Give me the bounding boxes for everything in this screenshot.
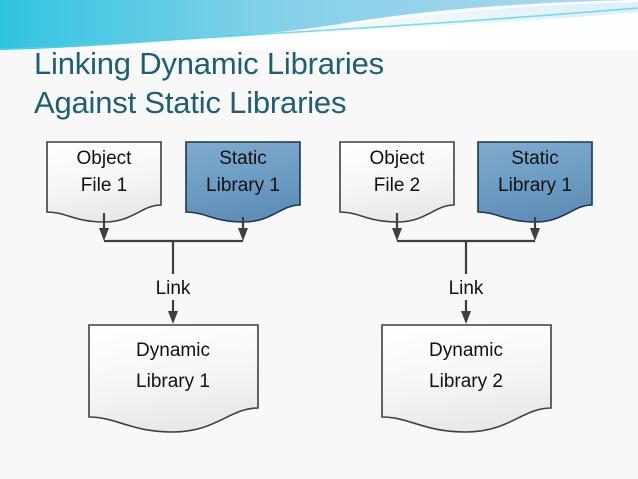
shape-object-file-1[interactable]: Object File 1 [46,141,162,223]
banner-cyan-sliver [0,7,638,50]
shape-label-line1: Static [511,148,559,169]
shape-static-library-1-right[interactable]: Static Library 1 [477,141,593,223]
link-operation-text: Link [156,278,191,299]
link-label-left: Link [143,274,203,300]
link-label-backdrop [436,274,496,300]
banner-white-ribbon [96,0,638,50]
shape-static-library-1-left[interactable]: Static Library 1 [185,141,301,223]
connector-left-inputs [99,213,248,280]
document-shape [88,324,259,433]
shape-label-line1: Dynamic [429,340,503,361]
shape-label-line1: Object [370,148,426,169]
arrowhead-object-file-2 [392,228,402,241]
connector-right-inputs [392,213,540,280]
shape-label-line2: File 1 [81,175,127,196]
connector-right-output [461,300,471,324]
arrowhead-object-file-1 [99,228,109,241]
shape-dynamic-library-2[interactable]: Dynamic Library 2 [381,324,552,433]
arrowhead-static-library-1-left [238,228,248,241]
shape-object-file-2[interactable]: Object File 2 [339,141,455,223]
shape-label-line2: File 2 [374,175,420,196]
link-label-backdrop [143,274,203,300]
page-title: Linking Dynamic Libraries Against Static… [34,46,384,120]
link-operation-text: Link [449,278,484,299]
connector-left-output [168,300,178,324]
link-label-right: Link [436,274,496,300]
banner-highlight-arc [339,0,638,27]
shape-label-line2: Library 1 [136,371,210,392]
shape-label-line1: Static [219,148,267,169]
arrowhead-dynamic-library-2 [461,311,471,324]
arrowhead-static-library-1-right [530,228,540,241]
shape-label-line1: Object [77,148,133,169]
shape-dynamic-library-1[interactable]: Dynamic Library 1 [88,324,259,433]
arrowhead-dynamic-library-1 [168,311,178,324]
shape-label-line2: Library 1 [498,175,572,196]
header-banner-decoration [0,0,638,50]
shape-label-line2: Library 1 [206,175,280,196]
shape-label-line2: Library 2 [429,371,503,392]
shape-label-line1: Dynamic [136,340,210,361]
document-shape [381,324,552,433]
